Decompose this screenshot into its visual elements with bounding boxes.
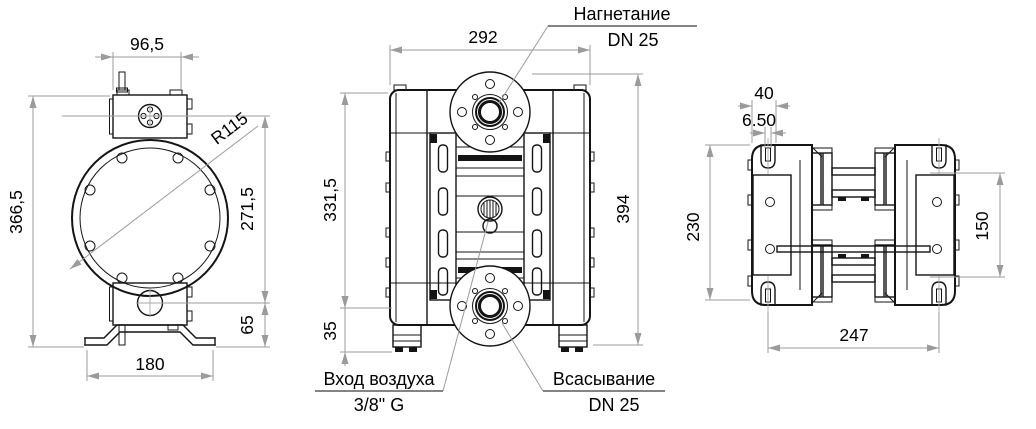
- side-view-geometry: [385, 71, 595, 352]
- bottom-clamp: [776, 239, 931, 303]
- tie-rod: [776, 245, 931, 253]
- left-housing: [747, 138, 823, 312]
- clamp-pillars: [429, 132, 551, 301]
- dim-slot-width: 6.50: [742, 110, 776, 130]
- right-housing: [884, 138, 960, 312]
- dim-bolt-span: 150: [972, 211, 992, 240]
- dim-total-height-side: 394: [613, 194, 633, 223]
- dim-foot-height: 35: [320, 321, 340, 340]
- side-bolt-nubs: [385, 151, 595, 298]
- suction-label-line1: Всасывание: [553, 369, 655, 389]
- bottom-manifold: [109, 282, 193, 346]
- dim-total-height: 366,5: [6, 190, 26, 234]
- top-manifold: [109, 71, 193, 139]
- front-view: 96,5 366,5 271,5 65 R115 180: [6, 34, 270, 381]
- front-view-dimensions: 96,5 366,5 271,5 65 R115 180: [6, 34, 270, 381]
- discharge-flange: [449, 71, 531, 153]
- dim-notch-width: 40: [754, 83, 774, 103]
- air-inlet-label-line1: Вход воздуха: [323, 369, 435, 389]
- air-inlet-port: [477, 196, 503, 222]
- suction-label-line2: DN 25: [588, 395, 639, 415]
- dim-body-height: 331,5: [320, 178, 340, 222]
- discharge-label-line2: DN 25: [607, 30, 658, 50]
- discharge-label-line1: Нагнетание: [574, 4, 671, 24]
- pump-housing-inner-circle: [79, 147, 221, 289]
- discharge-label: Нагнетание DN 25: [498, 4, 697, 104]
- center-section: [456, 146, 524, 279]
- dim-height: 230: [683, 212, 703, 241]
- air-inlet-label-line2: 3/8" G: [354, 395, 404, 415]
- dim-port-height: 65: [237, 315, 257, 334]
- side-view-dimensions: 292 394 331,5 35 Нагнетание DN 25: [315, 4, 697, 415]
- top-view: 40 6.50 230 150 247: [683, 83, 1005, 353]
- top-view-dimensions: 40 6.50 230 150 247: [683, 83, 1005, 353]
- top-view-geometry: [747, 138, 960, 312]
- side-view: 292 394 331,5 35 Нагнетание DN 25: [315, 4, 697, 415]
- air-inlet-label: Вход воздуха 3/8" G: [315, 221, 489, 415]
- housing-bolt-holes: [84, 152, 216, 284]
- dim-length: 247: [839, 325, 868, 345]
- suction-flange: [449, 265, 531, 347]
- dim-width: 292: [468, 27, 497, 47]
- dim-feet-width: 180: [135, 354, 164, 374]
- dim-top-width: 96,5: [130, 34, 164, 54]
- pump-housing-outer-circle: [71, 139, 229, 297]
- suction-label: Всасывание DN 25: [501, 322, 665, 415]
- air-valve-pin: [118, 71, 126, 91]
- dim-radius: R115: [207, 108, 251, 148]
- mounting-bracket: [84, 324, 216, 346]
- muffler-pin: [118, 324, 126, 346]
- dim-port-span: 271,5: [237, 187, 257, 231]
- top-clamp: [811, 147, 896, 211]
- pump-feet: [392, 324, 588, 352]
